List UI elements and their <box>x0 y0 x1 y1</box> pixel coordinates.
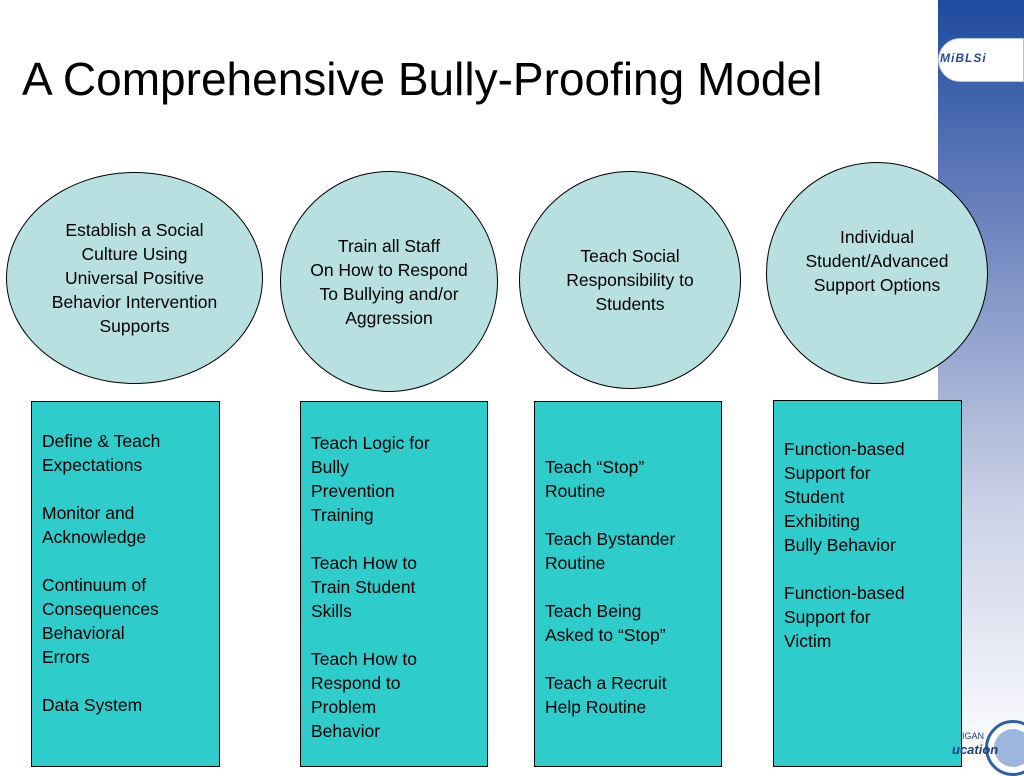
box-item: Teach Being Asked to “Stop” <box>545 601 666 645</box>
circle-social-responsibility: Teach Social Responsibility to Students <box>519 171 741 389</box>
box-train-staff: Teach Logic for Bully Prevention Trainin… <box>300 401 488 767</box>
box-item: Function-based Support for Student Exhib… <box>784 439 905 555</box>
education-seal-inner <box>994 729 1024 767</box>
box-item: Teach a Recruit Help Routine <box>545 673 667 717</box>
circle-label: Train all Staff On How to Respond To Bul… <box>310 235 468 328</box>
box-individual-support: Function-based Support for Student Exhib… <box>773 400 962 767</box>
education-logo-text: ucation <box>952 742 999 757</box>
box-social-culture: Define & Teach Expectations Monitor and … <box>31 401 220 767</box>
circle-social-culture: Establish a Social Culture Using Univers… <box>6 172 263 384</box>
miblsi-logo-text: MiBLSi <box>940 51 987 65</box>
box-item: Define & Teach Expectations <box>42 431 161 475</box>
circle-label: Establish a Social Culture Using Univers… <box>51 220 218 336</box>
box-item: Teach How to Respond to Problem Behavior <box>311 649 418 741</box>
box-social-responsibility: Teach “Stop” Routine Teach Bystander Rou… <box>534 401 722 767</box>
education-logo-top-text: IGAN <box>962 731 985 741</box>
box-item: Function-based Support for Victim <box>784 583 905 651</box>
circle-individual-support: Individual Student/Advanced Support Opti… <box>766 162 988 384</box>
slide-title: A Comprehensive Bully-Proofing Model <box>22 53 823 105</box>
circle-train-staff: Train all Staff On How to Respond To Bul… <box>280 171 498 392</box>
box-item: Continuum of Consequences Behavioral Err… <box>42 575 159 667</box>
box-item: Monitor and Acknowledge <box>42 503 147 547</box>
circle-label: Individual Student/Advanced Support Opti… <box>805 227 949 295</box>
box-item: Teach “Stop” Routine <box>545 457 645 501</box>
box-item: Teach How to Train Student Skills <box>311 553 418 621</box>
miblsi-logo <box>938 38 1024 82</box>
box-item: Data System <box>42 695 143 715</box>
box-item: Teach Logic for Bully Prevention Trainin… <box>311 433 430 525</box>
box-item: Teach Bystander Routine <box>545 529 676 573</box>
circle-label: Teach Social Responsibility to Students <box>566 246 694 314</box>
